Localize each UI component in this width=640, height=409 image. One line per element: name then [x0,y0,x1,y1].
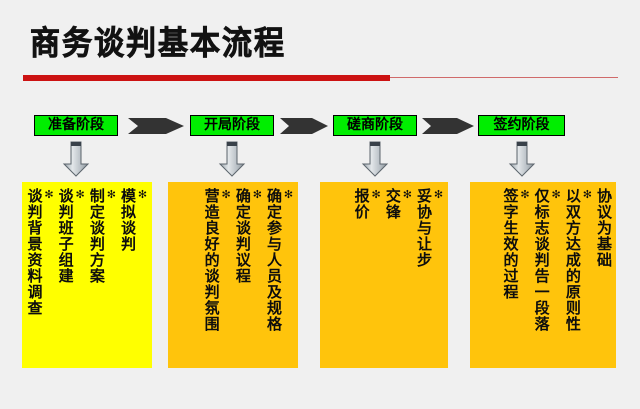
stage-panel-3: ✻ 妥协与让步 ✻ 交锋 ✻ 报价 [320,182,448,368]
chevron-arrow-icon-3 [422,118,474,134]
item-text: 以双方达成的原则性 [563,188,582,332]
item-text: 协议为基础 [595,188,613,268]
bullet-icon: ✻ [282,188,295,202]
panel-3-item-2: ✻ 交锋 [383,188,414,366]
stage-box-4[interactable]: 签约阶段 [478,115,565,136]
page-title: 商务谈判基本流程 [30,25,286,64]
panel-1-item-2: ✻ 制定谈判方案 [87,188,118,366]
item-text: 谈判班子组建 [56,188,75,284]
item-text: 营造良好的谈判氛围 [202,188,221,332]
down-arrow-icon-4 [508,140,536,178]
item-text: 报价 [352,188,371,220]
item-text: 制定谈判方案 [87,188,106,284]
panel-1-item-3: ✻ 谈判班子组建 [56,188,87,366]
stage-panel-1: ✻ 模拟谈判 ✻ 制定谈判方案 ✻ 谈判班子组建 ✻ 谈判背景资料调查 [22,182,152,368]
item-text: 确定谈判议程 [233,188,252,284]
chevron-arrow-icon-1 [128,118,184,134]
stage-panel-2: ✻ 确定参与人员及规格 ✻ 确定谈判议程 ✻ 营造良好的谈判氛围 [168,182,298,368]
bullet-icon: ✻ [580,188,594,202]
down-arrow-icon-3 [361,140,389,178]
bullet-icon: ✻ [369,188,383,202]
bullet-icon: ✻ [549,188,563,202]
bullet-icon: ✻ [73,188,87,202]
down-arrow-icon-1 [62,140,90,178]
down-arrow-icon-2 [218,140,246,178]
bullet-icon: ✻ [104,188,118,202]
item-text: 签字生效的过程 [501,188,520,300]
stage-box-1[interactable]: 准备阶段 [34,115,118,136]
stage-box-3[interactable]: 磋商阶段 [333,115,417,136]
bullet-icon: ✻ [136,188,149,202]
panel-3-item-1: ✻ 妥协与让步 [415,188,445,366]
panel-2-item-2: ✻ 确定谈判议程 [233,188,264,366]
panel-3-item-3: ✻ 报价 [352,188,383,366]
bullet-icon: ✻ [400,188,414,202]
bullet-icon: ✻ [432,188,445,202]
stage-box-2[interactable]: 开局阶段 [190,115,274,136]
panel-4-item-4: ✻ 签字生效的过程 [501,188,532,366]
panel-1-item-4: ✻ 谈判背景资料调查 [25,188,56,366]
panel-4-item-3: ✻ 仅标志谈判告一段落 [532,188,563,366]
item-text: 谈判背景资料调查 [25,188,44,316]
panel-2-item-1: ✻ 确定参与人员及规格 [265,188,295,366]
bullet-icon: ✻ [518,188,532,202]
panel-2-item-3: ✻ 营造良好的谈判氛围 [202,188,233,366]
stage-panel-4: 协议为基础 ✻ 以双方达成的原则性 ✻ 仅标志谈判告一段落 ✻ 签字生效的过程 [470,182,616,368]
panel-1-item-1: ✻ 模拟谈判 [119,188,149,366]
panel-4-item-2: ✻ 以双方达成的原则性 [563,188,594,366]
bullet-icon: ✻ [42,188,56,202]
item-text: 妥协与让步 [415,188,433,268]
item-text: 模拟谈判 [119,188,137,252]
bullet-icon: ✻ [219,188,233,202]
item-text: 确定参与人员及规格 [265,188,283,332]
chevron-arrow-icon-2 [280,118,328,134]
item-text: 交锋 [383,188,402,220]
title-underline-thick [23,75,390,81]
item-text: 仅标志谈判告一段落 [532,188,551,332]
bullet-icon: ✻ [250,188,264,202]
panel-4-item-1: 协议为基础 [595,188,613,366]
